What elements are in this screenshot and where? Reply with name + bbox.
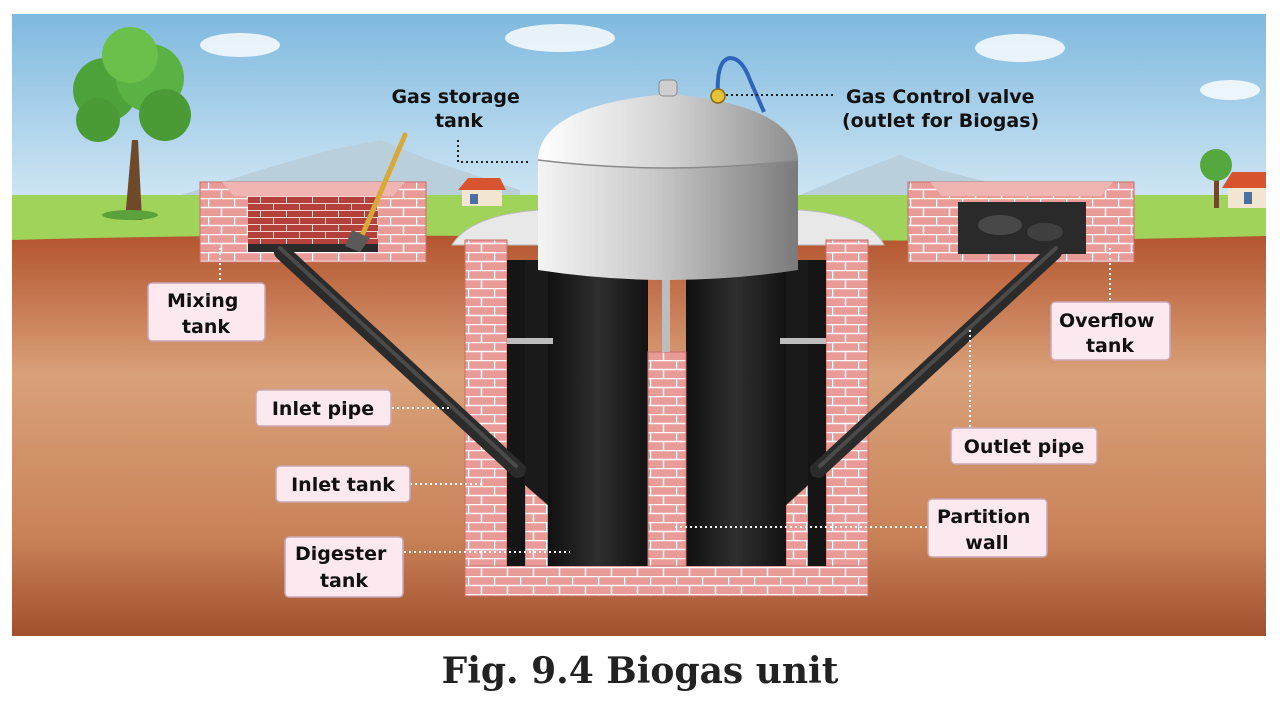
- digester-walls: [464, 239, 869, 597]
- inlet-pipe: [274, 244, 526, 478]
- gas-holder-guides: [507, 278, 826, 352]
- overflow-tank: [907, 181, 1135, 263]
- svg-text:Inlet tank: Inlet tank: [291, 474, 395, 496]
- svg-text:Digester tank: Digester tank: [295, 543, 393, 592]
- figure-caption: Fig. 9.4 Biogas unit: [441, 650, 839, 692]
- svg-text:Outlet pipe: Outlet pipe: [964, 436, 1084, 458]
- digester-slurry: [507, 260, 826, 566]
- label-mixing-tank: Mixing tank: [147, 282, 266, 342]
- tree-left: [73, 27, 191, 220]
- svg-text:Partition wall: Partition wall: [937, 506, 1037, 554]
- label-inlet-tank: Inlet tank: [275, 465, 411, 503]
- house-left: [458, 178, 506, 206]
- house-right: [1222, 172, 1266, 208]
- label-inlet-pipe: Inlet pipe: [255, 389, 392, 427]
- mixing-tank: [199, 181, 427, 263]
- svg-text:Inlet pipe: Inlet pipe: [272, 398, 374, 420]
- gas-control-valve: [710, 55, 766, 113]
- svg-text:Mixing tank: Mixing tank: [167, 290, 245, 338]
- label-gas-control-valve: Gas Control valve (outlet for Biogas): [842, 86, 1041, 132]
- tree-right: [1200, 149, 1232, 208]
- leader-gas-storage: [457, 140, 530, 163]
- svg-text:Overflow tank: Overflow tank: [1059, 310, 1161, 357]
- outlet-pipe: [810, 244, 1062, 478]
- gas-storage-tank: [537, 79, 799, 280]
- label-partition-wall: Partition wall: [927, 498, 1048, 558]
- partition-wall: [647, 351, 687, 567]
- clouds: [200, 24, 1260, 100]
- label-overflow-tank: Overflow tank: [1050, 301, 1171, 361]
- stirring-stick: [345, 132, 408, 252]
- label-gas-storage-tank: Gas storage tank: [391, 86, 526, 132]
- label-digester-tank: Digester tank: [284, 536, 404, 598]
- label-outlet-pipe: Outlet pipe: [950, 427, 1098, 465]
